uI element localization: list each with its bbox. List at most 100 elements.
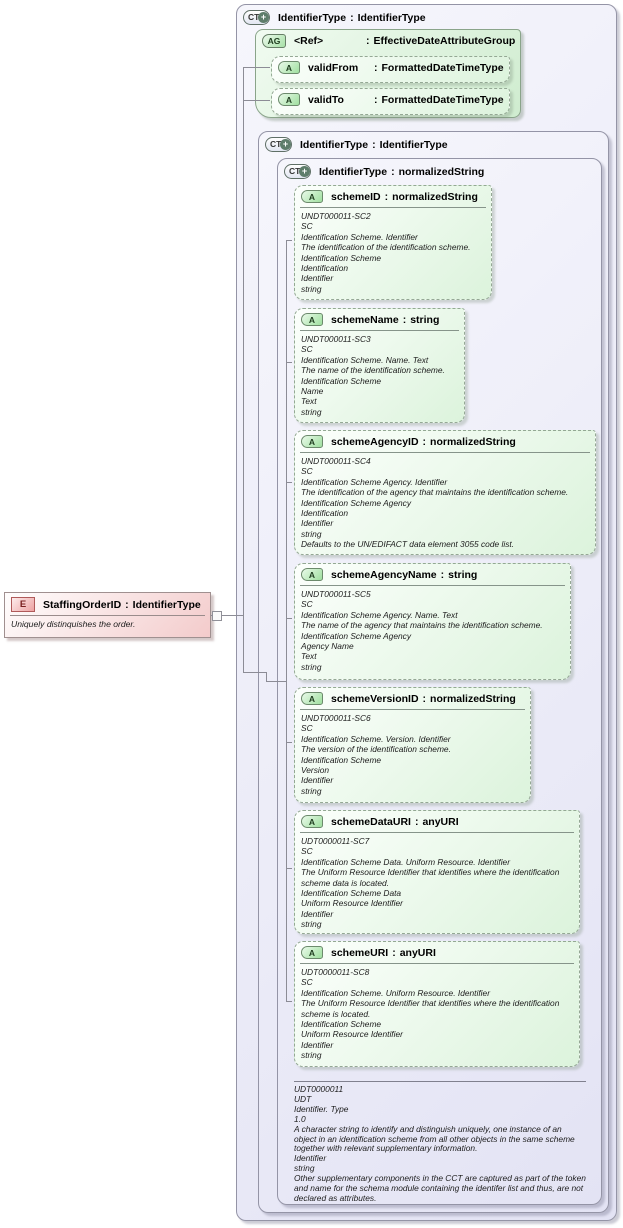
complex-type-header: CT + IdentifierType:IdentifierType [259, 132, 608, 157]
attribute-box-schemeid[interactable]: A schemeID : normalizedString UNDT000011… [294, 185, 492, 300]
attribute-name: validTo [308, 93, 344, 106]
separator [300, 330, 459, 331]
connector-jog-2 [266, 681, 287, 682]
complex-type-icon[interactable]: CT + [284, 164, 311, 179]
attribute-type: string [448, 568, 478, 581]
attribute-name: schemeName [331, 313, 399, 326]
attribute-name: schemeVersionID [331, 692, 419, 705]
attribute-box-schemeagencyid[interactable]: A schemeAgencyID : normalizedString UNDT… [294, 430, 596, 555]
separator [10, 615, 205, 616]
attribute-icon: A [301, 435, 323, 448]
connector-stub-validfrom [243, 67, 270, 68]
colon: : [374, 93, 378, 106]
attribute-group-icon: AG [262, 34, 286, 48]
element-box-staffingorderid[interactable]: E StaffingOrderID : IdentifierType Uniqu… [4, 592, 211, 638]
attribute-type: string [410, 313, 440, 326]
connector-stub-schemeversionid [286, 742, 292, 743]
header-label: IdentifierType:IdentifierType [278, 12, 426, 24]
attribute-box-schemename[interactable]: A schemeName : string UNDT000011-SC3 SC … [294, 308, 465, 423]
connector-stub-schemeagencyname [286, 618, 292, 619]
complex-type-box-root[interactable]: CT + IdentifierType:IdentifierType AG <R… [236, 4, 617, 1221]
attribute-box-schemeagencyname[interactable]: A schemeAgencyName : string UNDT000011-S… [294, 563, 571, 680]
complex-type-icon[interactable]: CT + [265, 137, 292, 152]
attribute-title: A validTo : FormattedDateTimeType [272, 89, 509, 108]
complex-type-box-nested[interactable]: CT + IdentifierType:IdentifierType CT + … [258, 131, 609, 1213]
attribute-icon: A [301, 946, 323, 959]
complex-type-icon-label: CT [248, 12, 260, 23]
complex-type-icon-label: CT [270, 139, 282, 150]
attribute-icon: A [278, 93, 300, 106]
ct-type: IdentifierType [379, 138, 448, 151]
connector-element-line [211, 615, 243, 616]
attribute-name: validFrom [308, 61, 359, 74]
attribute-title: A schemeURI : anyURI [295, 942, 579, 961]
attribute-doc: UDT0000011-SC8 SC Identification Scheme.… [301, 967, 560, 1061]
attribute-box-schemeversionid[interactable]: A schemeVersionID : normalizedString UND… [294, 687, 531, 803]
plus-icon[interactable]: + [299, 166, 310, 177]
attribute-box-schemedatauri[interactable]: A schemeDataURI : anyURI UDT0000011-SC7 … [294, 810, 580, 934]
connector-handle[interactable] [212, 611, 222, 621]
attribute-doc: UNDT000011-SC5 SC Identification Scheme … [301, 589, 543, 672]
colon: : [366, 35, 370, 47]
element-type: IdentifierType [132, 598, 201, 611]
connector-stub-validto [243, 100, 270, 101]
complex-type-icon[interactable]: CT + [243, 10, 270, 25]
attribute-type: anyURI [399, 946, 436, 959]
ct-name: IdentifierType [300, 138, 369, 151]
connector-trunk-3 [286, 240, 287, 1002]
plus-icon[interactable]: + [280, 139, 291, 150]
attribute-icon: A [301, 692, 323, 705]
attribute-title: A validFrom : FormattedDateTimeType [272, 57, 509, 76]
connector-stub-schemedatauri [286, 868, 292, 869]
colon: : [422, 435, 427, 448]
attribute-name: schemeURI [331, 946, 389, 959]
attribute-group-type: EffectiveDateAttributeGroup [373, 35, 516, 47]
complex-type-box-content[interactable]: CT + IdentifierType:normalizedString A s… [277, 158, 602, 1205]
header-label: IdentifierType:IdentifierType [300, 139, 448, 151]
header-label: IdentifierType:normalizedString [319, 166, 484, 178]
element-name: StaffingOrderID [43, 598, 122, 611]
attribute-group-name: <Ref> [294, 35, 324, 47]
attribute-type: normalizedString [392, 190, 478, 203]
attribute-type: anyURI [422, 815, 459, 828]
separator [300, 963, 574, 964]
colon: : [392, 946, 396, 959]
attribute-doc: UDT0000011-SC7 SC Identification Scheme … [301, 836, 560, 930]
separator [300, 452, 590, 453]
plus-icon[interactable]: + [258, 12, 269, 23]
element-doc: Uniquely distinquishes the order. [11, 619, 136, 629]
attribute-box-validfrom[interactable]: A validFrom : FormattedDateTimeType [271, 56, 510, 83]
attribute-title: A schemeID : normalizedString [295, 186, 491, 205]
attribute-name: schemeAgencyID [331, 435, 419, 448]
attribute-name: schemeID [331, 190, 381, 203]
colon: : [125, 598, 129, 611]
connector-stub-schemename [286, 362, 292, 363]
connector-jog-1 [243, 672, 267, 673]
attribute-type: FormattedDateTimeType [381, 61, 504, 74]
ct-name: IdentifierType [319, 165, 388, 178]
complex-type-header: CT + IdentifierType:IdentifierType [237, 5, 616, 30]
colon: : [384, 190, 389, 203]
colon: : [440, 568, 445, 581]
ct-type: normalizedString [398, 165, 485, 178]
attribute-icon: A [301, 815, 323, 828]
attribute-title: A schemeName : string [295, 309, 464, 328]
separator [300, 832, 574, 833]
connector-trunk-1 [243, 67, 244, 673]
attribute-doc: UNDT000011-SC4 SC Identification Scheme … [301, 456, 569, 550]
connector-stub-schemeagencyid [286, 482, 292, 483]
attribute-icon: A [301, 190, 323, 203]
attribute-icon: A [301, 568, 323, 581]
attribute-title: A schemeAgencyName : string [295, 564, 570, 583]
colon: : [372, 138, 376, 151]
attribute-group-box[interactable]: AG <Ref> : EffectiveDateAttributeGroup A… [255, 29, 521, 118]
attribute-doc: UNDT000011-SC3 SC Identification Scheme.… [301, 334, 445, 417]
attribute-box-schemeuri[interactable]: A schemeURI : anyURI UDT0000011-SC8 SC I… [294, 941, 580, 1067]
ct-type: IdentifierType [357, 11, 426, 24]
attribute-title: A schemeVersionID : normalizedString [295, 688, 530, 707]
colon: : [402, 313, 407, 326]
ct-name: IdentifierType [278, 11, 347, 24]
colon: : [374, 61, 378, 74]
attribute-box-validto[interactable]: A validTo : FormattedDateTimeType [271, 88, 510, 115]
